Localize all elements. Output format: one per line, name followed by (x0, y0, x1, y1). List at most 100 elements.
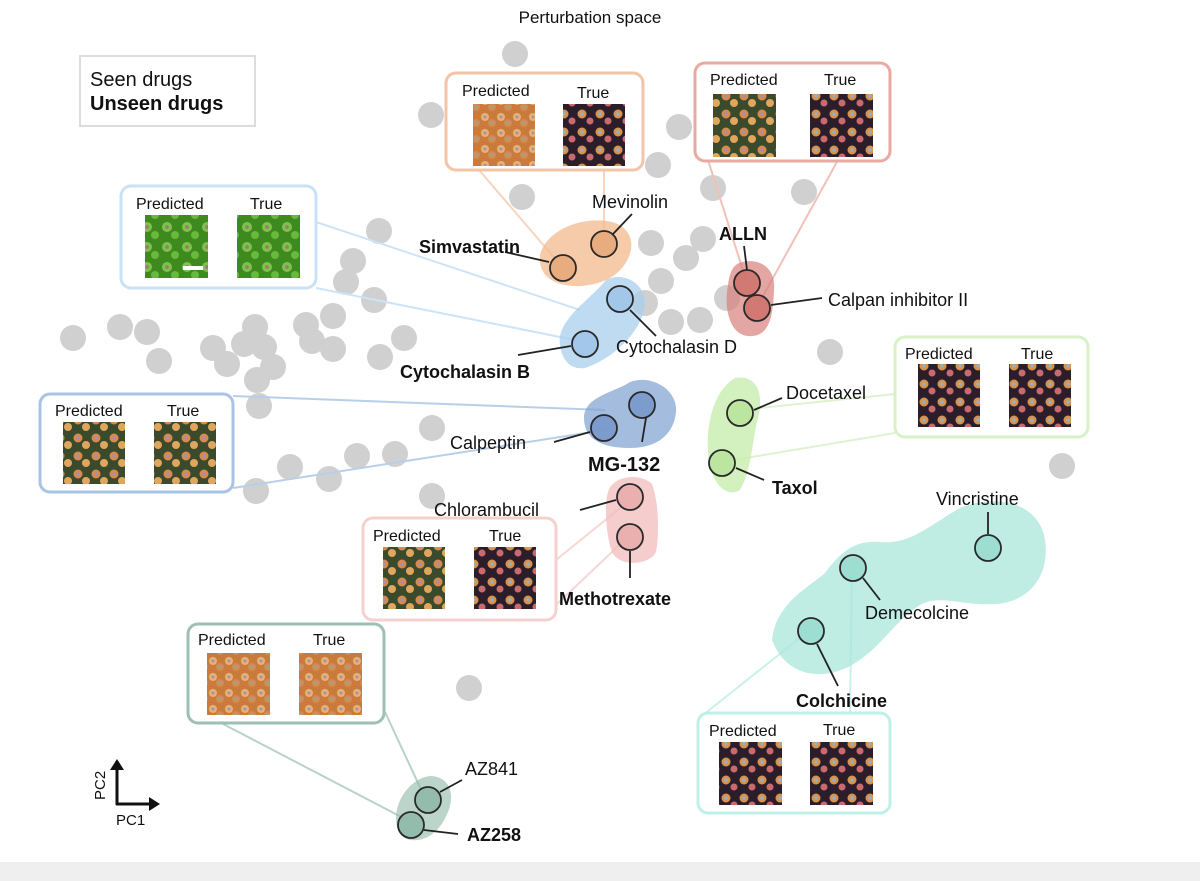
drug-points (397, 230, 1002, 839)
connector-lines (199, 159, 896, 823)
panel-predicted-label: Predicted (198, 632, 266, 649)
background-point (277, 454, 303, 480)
true-cell-image (810, 94, 873, 157)
background-point (344, 443, 370, 469)
panel-true-label: True (489, 528, 521, 545)
point-calpeptin (590, 414, 618, 442)
panel-statins: Predicted True (444, 71, 645, 172)
connector-line (315, 221, 581, 311)
leader-line (439, 779, 463, 793)
pc2-arrowhead-icon (110, 759, 124, 770)
label-cytochalasin-d: Cytochalasin D (616, 337, 737, 357)
point-docetaxel (726, 399, 754, 427)
panel-true-label: True (313, 632, 345, 649)
panel-predicted-label: Predicted (710, 72, 778, 89)
leader-line (862, 577, 881, 601)
label-cytochalasin-b: Cytochalasin B (400, 362, 530, 382)
background-point (645, 152, 671, 178)
point-chlorambucil (616, 483, 644, 511)
point-simvastatin (549, 254, 577, 282)
panel-microtubule-destab: Predicted True (696, 711, 892, 815)
predicted-cell-image (473, 104, 535, 166)
panel-true-label: True (1021, 346, 1053, 363)
background-point (340, 248, 366, 274)
label-docetaxel: Docetaxel (786, 383, 866, 403)
background-point (456, 675, 482, 701)
background-point (367, 344, 393, 370)
pc1-arrowhead-icon (149, 797, 160, 811)
background-points (60, 41, 1075, 701)
point-taxol (708, 449, 736, 477)
connector-line (232, 395, 606, 411)
panel-predicted-label: Predicted (55, 403, 123, 420)
point-colchicine (797, 617, 825, 645)
label-colchicine: Colchicine (796, 691, 887, 711)
background-point (333, 269, 359, 295)
background-point (214, 351, 240, 377)
point-alln (733, 269, 761, 297)
leader-line (770, 297, 823, 306)
background-point (791, 179, 817, 205)
true-cell-image (563, 104, 625, 166)
true-cell-image (299, 653, 362, 715)
pc2-label: PC2 (92, 771, 109, 800)
label-mg-132: MG-132 (588, 454, 660, 476)
connector-line (232, 429, 606, 489)
label-chlorambucil: Chlorambucil (434, 500, 539, 520)
true-cell-image (474, 547, 536, 609)
point-cytochalasin-d (606, 285, 634, 313)
background-point (244, 367, 270, 393)
leader-line (579, 499, 617, 511)
background-point (658, 309, 684, 335)
panel-true-label: True (167, 403, 199, 420)
background-point (1049, 453, 1075, 479)
point-calpan-inhibitor-ii (743, 294, 771, 322)
background-point (320, 336, 346, 362)
background-point (817, 339, 843, 365)
label-mevinolin: Mevinolin (592, 192, 668, 212)
leader-line (816, 643, 839, 687)
point-az258 (397, 811, 425, 839)
pc-axes: PC2 PC1 (92, 759, 160, 829)
label-calpeptin: Calpeptin (450, 433, 526, 453)
predicted-cell-image (383, 547, 445, 609)
leader-line (641, 417, 647, 443)
leader-line (553, 431, 591, 443)
background-point (231, 331, 257, 357)
label-az841: AZ841 (465, 759, 518, 779)
bottom-bar (0, 862, 1200, 881)
connector-line (707, 159, 747, 281)
panel-dna: Predicted True (361, 516, 558, 622)
panel-microtubule-stab: Predicted True (893, 335, 1090, 439)
point-mg-132 (628, 391, 656, 419)
leader-line (504, 251, 550, 263)
predicted-cell-image (63, 422, 125, 484)
background-point (666, 114, 692, 140)
background-point (648, 268, 674, 294)
true-cell-image (1009, 364, 1071, 427)
panel-true-label: True (577, 85, 609, 102)
point-vincristine (974, 534, 1002, 562)
panel-proteasome: Predicted True (38, 392, 235, 494)
leader-line (735, 467, 765, 481)
panel-predicted-label: Predicted (373, 528, 441, 545)
background-point (382, 441, 408, 467)
leader-line (612, 213, 633, 235)
label-methotrexate: Methotrexate (559, 589, 671, 609)
background-point (673, 245, 699, 271)
label-calpan-inhibitor-ii: Calpan inhibitor II (828, 290, 968, 310)
point-demecolcine (839, 554, 867, 582)
panel-true-label: True (823, 722, 855, 739)
connector-line (721, 432, 896, 463)
panel-true-label: True (250, 196, 282, 213)
panel-az: Predicted True (186, 622, 386, 725)
background-point (320, 303, 346, 329)
background-point (419, 483, 445, 509)
label-simvastatin: Simvastatin (419, 237, 520, 257)
connector-line (315, 287, 586, 343)
drug-labels: Simvastatin Mevinolin ALLN Calpan inhibi… (400, 192, 1019, 845)
background-point (419, 415, 445, 441)
predicted-cell-image (207, 653, 270, 715)
background-point (638, 230, 664, 256)
